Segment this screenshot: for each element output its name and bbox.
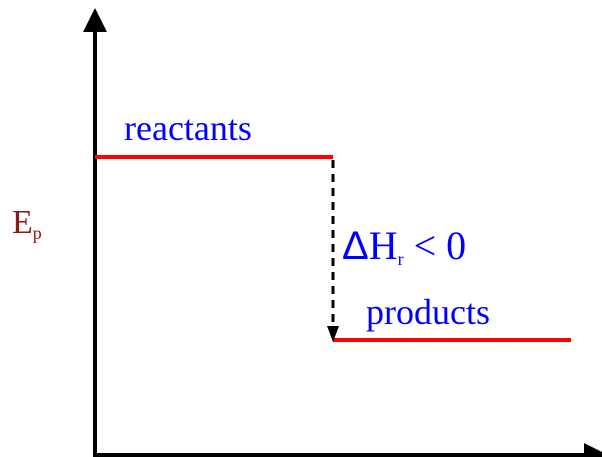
enthalpy-arrow-head (327, 326, 339, 342)
enthalpy-symbol: H (368, 223, 398, 268)
products-label: products (366, 292, 490, 332)
delta-symbol: Δ (342, 224, 369, 268)
axis-symbol: E (12, 204, 33, 241)
enthalpy-subscript: r (397, 249, 404, 269)
reactants-label: reactants (124, 108, 252, 148)
enthalpy-change-label: ΔHr < 0 (342, 223, 467, 269)
axis-label-ep: Ep (12, 204, 42, 243)
enthalpy-comparison: < 0 (403, 223, 467, 268)
axis-subscript: p (32, 223, 42, 243)
